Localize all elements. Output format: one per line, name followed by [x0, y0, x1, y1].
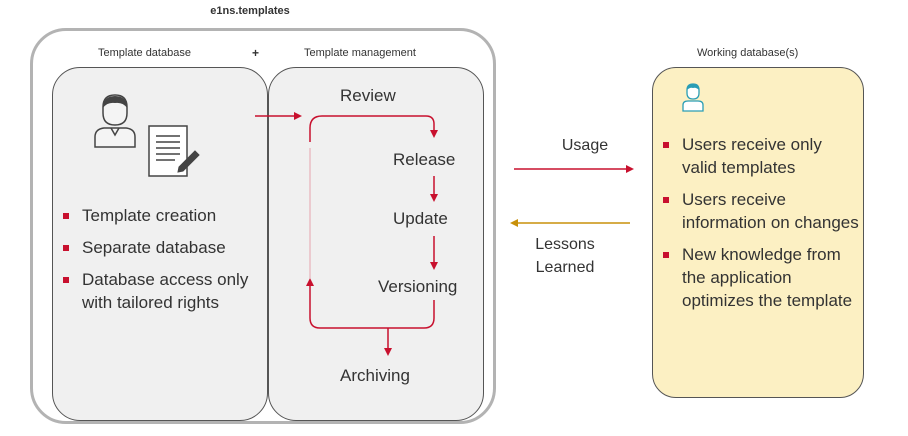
arrow-versioning-loop — [306, 278, 435, 329]
diagram-title: e1ns.templates — [210, 5, 290, 17]
lessons-label-line1: Lessons — [535, 236, 595, 253]
list-item: New knowledge from the application optim… — [660, 243, 860, 312]
template-database-header: Template database — [98, 47, 191, 59]
step-versioning: Versioning — [378, 277, 458, 296]
step-update: Update — [393, 209, 448, 228]
step-release: Release — [393, 150, 456, 169]
template-database-list: Template creation Separate database Data… — [60, 204, 260, 323]
templates-container — [30, 28, 496, 424]
list-item: Users receive information on changes — [660, 188, 860, 234]
user-icon — [94, 94, 136, 148]
step-archiving: Archiving — [340, 366, 410, 385]
list-item: Users receive only valid templates — [660, 133, 860, 179]
plus-sign: + — [252, 46, 260, 60]
step-review: Review — [340, 86, 396, 105]
working-database-list: Users receive only valid templates Users… — [660, 133, 860, 321]
user-teal-icon — [682, 83, 704, 112]
template-management-header: Template management — [304, 47, 416, 59]
working-database-header: Working database(s) — [697, 47, 799, 59]
usage-label: Usage — [561, 137, 609, 154]
working-database-panel — [652, 67, 864, 398]
document-pen-icon — [148, 125, 200, 177]
list-item: Database access only with tailored right… — [60, 268, 260, 314]
list-item: Template creation — [60, 204, 260, 227]
arrow-review-release — [309, 115, 438, 142]
lessons-label-line2: Learned — [535, 259, 595, 276]
template-management-panel — [268, 67, 484, 421]
list-item: Separate database — [60, 236, 260, 259]
